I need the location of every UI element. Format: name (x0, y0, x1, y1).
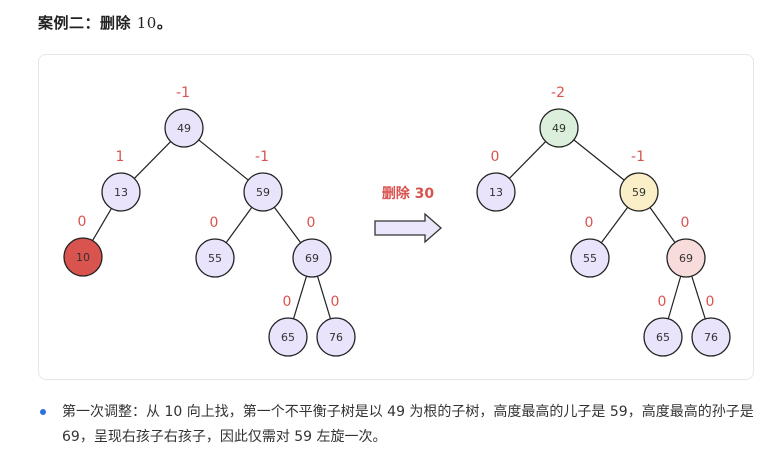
tree-node-49 (164, 108, 204, 148)
tree-edge (508, 141, 547, 179)
balance-factor-label: 0 (585, 215, 594, 231)
node-label: 76 (329, 331, 343, 344)
node-label: 49 (552, 122, 566, 135)
balance-factor-label: 0 (283, 294, 292, 310)
tree-node-49 (539, 108, 579, 148)
node-label: 10 (76, 251, 90, 264)
tree-edge (92, 208, 112, 241)
node-label: 55 (583, 252, 597, 265)
node-label: 59 (632, 186, 646, 199)
tree-node-69 (292, 238, 332, 278)
tree-edge (292, 276, 308, 319)
tree-edge (198, 139, 249, 181)
tree-edge (573, 139, 625, 181)
heading-number: 10 (136, 14, 157, 32)
balance-factor-label: 0 (491, 149, 500, 165)
diagram-card: 49 -1 13 1 59 -1 10 0 55 0 69 0 65 0 76 0 49 -2 13 0 59 -1 55 0… (38, 54, 754, 380)
node-label: 49 (177, 122, 191, 135)
note-text: 第一次调整：从 10 向上找，第一个不平衡子树是以 49 为根的子树，高度最高的… (62, 404, 754, 445)
tree-before-group: 49 -1 13 1 59 -1 10 0 55 0 69 0 65 0 76 0 (63, 85, 356, 357)
tree-node-13 (101, 172, 141, 212)
tree-node-69 (666, 238, 706, 278)
balance-factor-label: 0 (307, 215, 316, 231)
tree-edge (273, 206, 302, 244)
balance-factor-label: 0 (681, 215, 690, 231)
tree-node-59 (619, 172, 659, 212)
bullet-dot (40, 409, 46, 415)
tree-edge (133, 141, 172, 179)
balance-factor-label: 1 (116, 149, 125, 165)
tree-node-55 (570, 238, 610, 278)
node-label: 13 (489, 186, 503, 199)
tree-edge (316, 276, 332, 319)
tree-edge (225, 207, 253, 243)
transition-label: 删除 30 (381, 186, 435, 202)
tree-node-13 (476, 172, 516, 212)
node-label: 69 (679, 252, 693, 265)
tree-node-10 (63, 237, 103, 277)
tree-before: 49 -1 13 1 59 -1 10 0 55 0 69 0 65 0 76 0 49 -2 13 0 59 -1 55 0… (63, 85, 731, 357)
notes-list: 第一次调整：从 10 向上找，第一个不平衡子树是以 49 为根的子树，高度最高的… (38, 400, 754, 450)
right-arrow-icon (374, 213, 442, 243)
tree-node-59 (243, 172, 283, 212)
tree-edge (667, 276, 682, 319)
transition-arrow (373, 183, 443, 243)
tree-node-65 (268, 317, 308, 357)
balance-factor-label: -2 (551, 85, 565, 101)
balance-factor-label: -1 (255, 149, 269, 165)
tree-node-65 (643, 317, 683, 357)
balance-factor-label: 0 (706, 294, 715, 310)
balance-factor-label: -1 (631, 149, 645, 165)
tree-node-76 (691, 317, 731, 357)
node-label: 65 (656, 331, 670, 344)
balance-factor-label: 0 (658, 294, 667, 310)
node-label: 13 (114, 186, 128, 199)
heading-prefix: 案例二：删除 (38, 14, 137, 32)
note-item: 第一次调整：从 10 向上找，第一个不平衡子树是以 49 为根的子树，高度最高的… (38, 400, 754, 450)
tree-edge (691, 275, 706, 320)
node-label: 76 (704, 331, 718, 344)
section-heading: 案例二：删除 10。 (38, 12, 172, 33)
balance-factor-label: -1 (176, 85, 190, 101)
tree-edge (649, 207, 676, 243)
node-label: 65 (281, 331, 295, 344)
node-label: 69 (305, 252, 319, 265)
heading-suffix: 。 (156, 14, 173, 32)
balance-factor-label: 0 (331, 294, 340, 310)
tree-after-group: 49 -2 13 0 59 -1 55 0 69 0 65 0 76 0 (476, 85, 731, 357)
node-label: 55 (208, 252, 222, 265)
node-label: 59 (256, 186, 270, 199)
balance-factor-label: 0 (78, 214, 87, 230)
tree-edge (600, 206, 629, 244)
tree-node-76 (316, 317, 356, 357)
tree-node-55 (195, 238, 235, 278)
balance-factor-label: 0 (210, 215, 219, 231)
